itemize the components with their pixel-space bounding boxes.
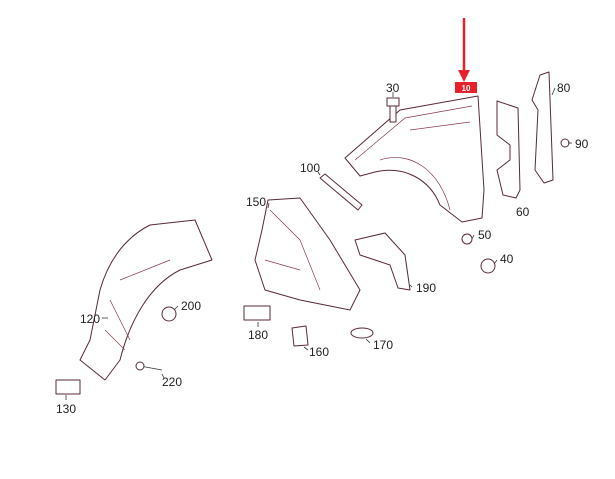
wheel-liner-120[interactable] [79,219,213,381]
callout-180: 180 [248,328,268,342]
screw-90[interactable] [560,138,570,148]
callout-130: 130 [56,402,76,416]
leader-lines [65,87,572,400]
callout-190: 190 [416,281,436,295]
callout-150: 150 [246,195,266,209]
fender-part[interactable] [344,95,485,223]
callout-30: 30 [386,81,400,95]
washer-50[interactable] [461,233,473,245]
callout-200: 200 [181,299,201,313]
callout-170: 170 [373,338,393,352]
nut-40[interactable] [480,258,496,274]
callout-50: 50 [478,228,492,242]
svg-text:10: 10 [462,84,471,93]
callout-60: 60 [516,205,530,219]
bracket-part[interactable] [531,71,554,184]
callout-40: 40 [500,252,514,266]
callout-120: 120 [80,312,100,326]
panel-190[interactable] [354,232,411,291]
clip-130[interactable] [55,379,81,395]
callout-100: 100 [300,161,320,175]
clip-170[interactable] [350,327,374,339]
callout-90: 90 [575,137,589,151]
callout-220: 220 [162,375,182,389]
callout-80: 80 [557,81,571,95]
clip-200[interactable] [161,306,177,322]
bolt-30[interactable] [386,97,400,123]
seal-panel-part[interactable] [496,100,521,199]
clip-180[interactable] [243,305,271,321]
callout-160: 160 [309,345,329,359]
highlight-label-box[interactable]: 10 [455,82,477,93]
rivet-220[interactable] [135,361,163,371]
highlight-arrow [458,18,470,82]
strip-100[interactable] [319,173,363,211]
clip-160[interactable] [291,325,309,347]
wheel-liner-150[interactable] [254,197,361,311]
